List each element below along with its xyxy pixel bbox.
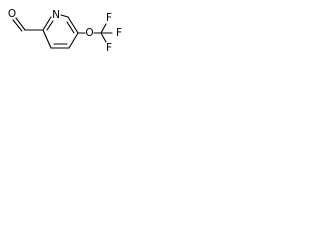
atom-label-f-bottom: F [106,42,112,54]
molecule-diagram: N O O F F F [8,8,122,54]
bond-ring-c2-n1 [42,16,52,31]
atom-label-aldehyde-o: O [8,8,16,20]
atom-label-f-right: F [116,27,122,39]
bond-ring-c5-c4 [68,32,79,49]
bond-cho-o-2 [12,19,23,32]
bond-ring-c3-c2 [42,29,52,49]
atom-label-ether-o: O [85,27,93,39]
bond-ring-n1-c6 [60,14,69,18]
bond-ring-c6-c5 [67,16,79,34]
bond-ring-inner-c2-n1 [46,20,54,31]
bond-c-f-bottom [100,32,107,43]
atom-label-f-top: F [106,12,112,24]
bond-ring-inner-c6-c5 [66,21,75,34]
bond-cho-o-1 [15,17,26,31]
bond-c-f-top [100,23,107,34]
atom-label-n: N [52,9,60,21]
structure-canvas: N O O F F F [0,0,129,67]
